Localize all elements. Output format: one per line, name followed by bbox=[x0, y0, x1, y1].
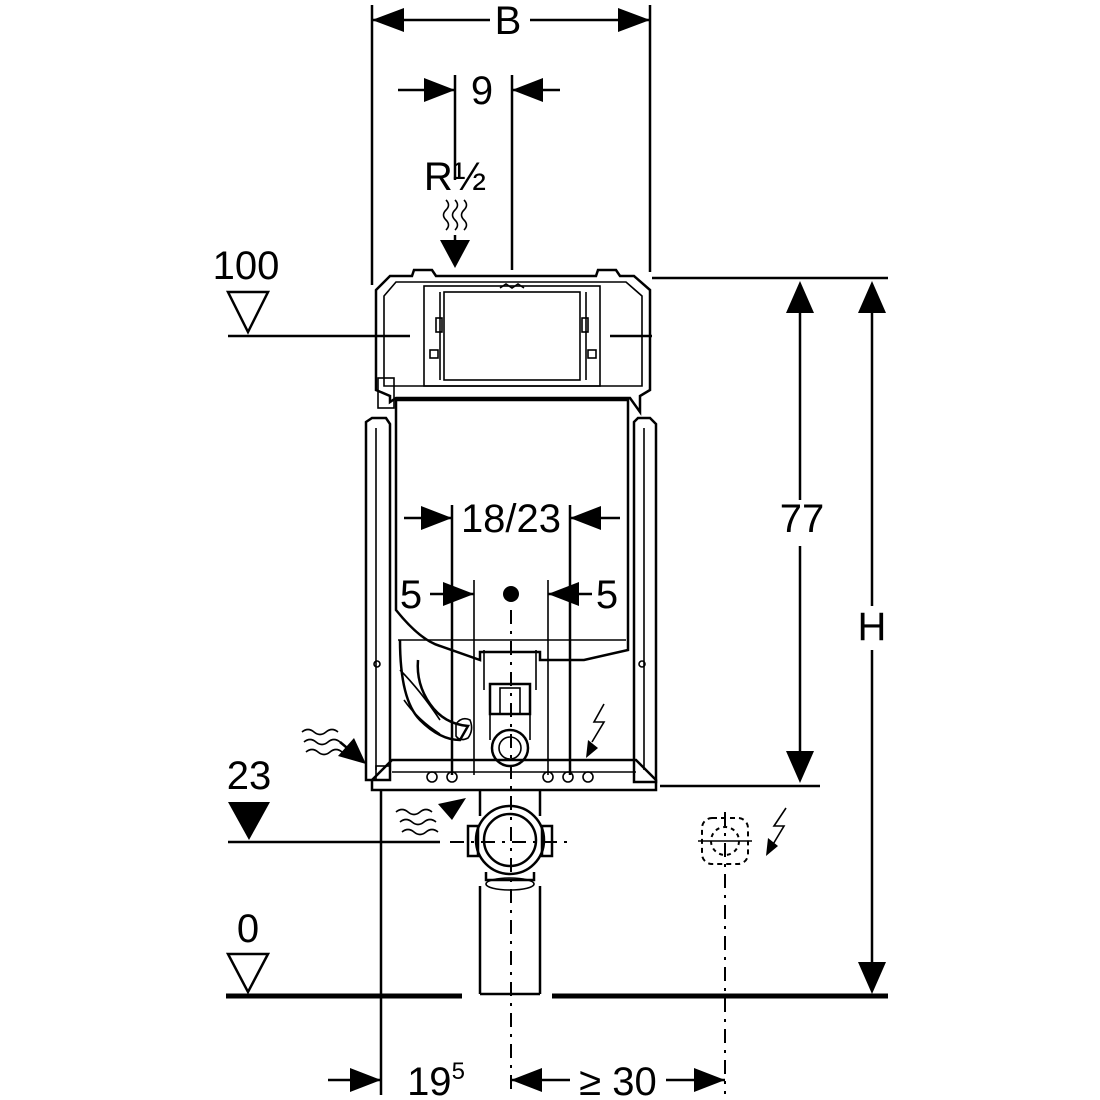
lightning-icon bbox=[586, 703, 606, 758]
center-point bbox=[503, 586, 519, 602]
water-inlet-bottom bbox=[395, 798, 466, 836]
level-marker-100: 100 bbox=[213, 244, 652, 338]
label-level-0: 0 bbox=[237, 907, 259, 951]
dimension-height-h: H bbox=[858, 281, 887, 994]
level-triangle-icon bbox=[225, 952, 271, 995]
level-triangle-icon bbox=[225, 290, 271, 335]
supply-arrow bbox=[440, 240, 470, 268]
dimension-bolt-5: 5 5 bbox=[400, 573, 618, 775]
label-level-100: 100 bbox=[213, 244, 280, 288]
dimension-supply-offset: 9 bbox=[398, 69, 560, 270]
drain-pipe bbox=[450, 790, 570, 996]
label-bolt-right: 5 bbox=[596, 573, 618, 617]
level-triangle-icon bbox=[228, 802, 270, 840]
dimension-bottom-right: ≥ 30 bbox=[511, 1060, 725, 1100]
water-supply-connection: R½ bbox=[424, 155, 486, 268]
water-inlet-side bbox=[301, 728, 366, 764]
electrical-socket bbox=[698, 807, 787, 1094]
water-wave-icon bbox=[301, 728, 343, 756]
dimension-width-b: B bbox=[370, 0, 652, 285]
water-wave-icon bbox=[442, 199, 468, 231]
label-bottom-left-base: 19 bbox=[407, 1060, 452, 1100]
label-bolt-spacing: 18/23 bbox=[461, 497, 561, 541]
label-bottom-right: ≥ 30 bbox=[579, 1060, 657, 1100]
label-bottom-left-sup: 5 bbox=[452, 1058, 465, 1085]
label-supply-thread: R½ bbox=[424, 155, 486, 199]
label-height-h: H bbox=[858, 605, 887, 649]
label-supply-offset: 9 bbox=[471, 69, 493, 113]
level-marker-23: 23 bbox=[227, 754, 440, 844]
water-wave-icon bbox=[395, 808, 439, 836]
label-bottom-left: 195 bbox=[407, 1058, 465, 1100]
installation-frame bbox=[364, 268, 658, 792]
lightning-icon bbox=[766, 807, 787, 856]
dimension-bottom-left: 195 bbox=[328, 1058, 465, 1100]
dimension-bolt-spacing: 18/23 bbox=[404, 497, 620, 775]
label-bolt-left: 5 bbox=[400, 573, 422, 617]
level-marker-0: 0 bbox=[225, 907, 888, 999]
label-level-23: 23 bbox=[227, 754, 272, 798]
dimension-height-77: 77 bbox=[652, 276, 888, 788]
label-width-b: B bbox=[495, 0, 522, 43]
label-height-77: 77 bbox=[780, 497, 825, 541]
